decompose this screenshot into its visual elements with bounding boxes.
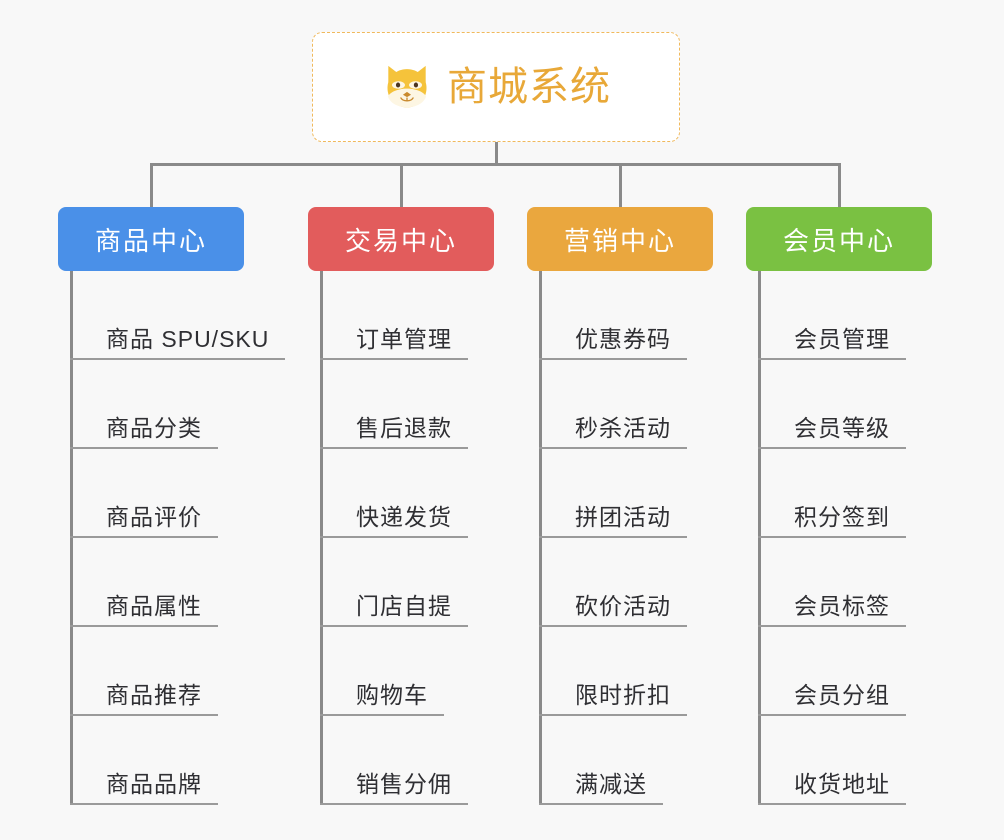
leaf-item[interactable]: 砍价活动: [539, 538, 687, 627]
category-header-3[interactable]: 营销中心: [527, 207, 713, 271]
category-column-3: 营销中心优惠券码秒杀活动拼团活动砍价活动限时折扣满减送: [527, 207, 713, 805]
category-header-2[interactable]: 交易中心: [308, 207, 494, 271]
leaf-item-label: 购物车: [356, 681, 428, 708]
leaf-item-label: 拼团活动: [575, 503, 671, 530]
connector-drop-1: [150, 163, 153, 207]
root-node[interactable]: 商城系统: [312, 32, 680, 142]
leaf-item[interactable]: 快递发货: [320, 449, 468, 538]
category-column-2: 交易中心订单管理售后退款快递发货门店自提购物车销售分佣: [308, 207, 494, 805]
leaf-item[interactable]: 优惠券码: [539, 271, 687, 360]
leaf-item[interactable]: 购物车: [320, 627, 444, 716]
category-header-label: 交易中心: [344, 225, 457, 256]
leaf-list-4: 会员管理会员等级积分签到会员标签会员分组收货地址: [758, 271, 906, 805]
leaf-item[interactable]: 积分签到: [758, 449, 906, 538]
leaf-item-label: 商品评价: [106, 503, 202, 530]
leaf-list-3: 优惠券码秒杀活动拼团活动砍价活动限时折扣满减送: [539, 271, 687, 805]
leaf-item[interactable]: 秒杀活动: [539, 360, 687, 449]
leaf-item-label: 会员分组: [794, 681, 890, 708]
root-title: 商城系统: [447, 65, 611, 109]
leaf-item[interactable]: 商品分类: [70, 360, 218, 449]
leaf-list-2: 订单管理售后退款快递发货门店自提购物车销售分佣: [320, 271, 468, 805]
leaf-item-label: 砍价活动: [575, 592, 671, 619]
leaf-item-label: 积分签到: [794, 503, 890, 530]
connector-drop-4: [838, 163, 841, 207]
leaf-item[interactable]: 限时折扣: [539, 627, 687, 716]
leaf-item[interactable]: 销售分佣: [320, 716, 468, 805]
leaf-item-label: 会员标签: [794, 592, 890, 619]
leaf-item-label: 秒杀活动: [575, 414, 671, 441]
leaf-item-label: 会员等级: [794, 414, 890, 441]
category-header-label: 商品中心: [94, 225, 207, 256]
shiba-dog-face-icon: [387, 65, 427, 108]
leaf-item-label: 商品推荐: [106, 681, 202, 708]
leaf-item[interactable]: 售后退款: [320, 360, 468, 449]
leaf-list-1: 商品 SPU/SKU 商品分类商品评价商品属性商品推荐商品品牌: [70, 271, 286, 805]
category-header-label: 会员中心: [782, 225, 895, 256]
connector-root-stem: [495, 142, 498, 166]
leaf-item[interactable]: 会员管理: [758, 271, 906, 360]
leaf-item-label: 商品属性: [106, 592, 202, 619]
category-header-1[interactable]: 商品中心: [58, 207, 244, 271]
leaf-item[interactable]: 商品推荐: [70, 627, 218, 716]
connector-drop-3: [619, 163, 622, 207]
leaf-item-label: 商品品牌: [106, 770, 202, 797]
leaf-item[interactable]: 商品属性: [70, 538, 218, 627]
leaf-item[interactable]: 门店自提: [320, 538, 468, 627]
connector-horizontal-bus: [150, 163, 840, 166]
leaf-item[interactable]: 会员分组: [758, 627, 906, 716]
leaf-item-label: 限时折扣: [575, 681, 671, 708]
leaf-item-label: 满减送: [575, 770, 647, 797]
leaf-item[interactable]: 会员标签: [758, 538, 906, 627]
leaf-item-label: 订单管理: [356, 325, 452, 352]
category-spine-4: [758, 271, 761, 805]
category-spine-3: [539, 271, 542, 805]
leaf-item[interactable]: 订单管理: [320, 271, 468, 360]
category-spine-1: [70, 271, 73, 805]
leaf-item[interactable]: 拼团活动: [539, 449, 687, 538]
leaf-item-label: 优惠券码: [575, 325, 671, 352]
leaf-item-label: 商品 SPU/SKU: [106, 325, 270, 352]
category-column-4: 会员中心会员管理会员等级积分签到会员标签会员分组收货地址: [746, 207, 932, 805]
leaf-item[interactable]: 收货地址: [758, 716, 906, 805]
leaf-item[interactable]: 商品 SPU/SKU: [70, 271, 286, 360]
connector-drop-2: [400, 163, 403, 207]
leaf-item-label: 售后退款: [356, 414, 452, 441]
leaf-item-label: 快递发货: [356, 503, 452, 530]
leaf-item-label: 会员管理: [794, 325, 890, 352]
leaf-item-label: 收货地址: [794, 770, 890, 797]
leaf-item-label: 门店自提: [356, 592, 452, 619]
leaf-item-label: 销售分佣: [356, 770, 452, 797]
category-header-4[interactable]: 会员中心: [746, 207, 932, 271]
leaf-item[interactable]: 商品评价: [70, 449, 218, 538]
category-header-label: 营销中心: [563, 225, 676, 256]
leaf-item-label: 商品分类: [106, 414, 202, 441]
leaf-item[interactable]: 商品品牌: [70, 716, 218, 805]
category-spine-2: [320, 271, 323, 805]
leaf-item[interactable]: 会员等级: [758, 360, 906, 449]
category-column-1: 商品中心商品 SPU/SKU 商品分类商品评价商品属性商品推荐商品品牌: [58, 207, 286, 805]
leaf-item[interactable]: 满减送: [539, 716, 663, 805]
